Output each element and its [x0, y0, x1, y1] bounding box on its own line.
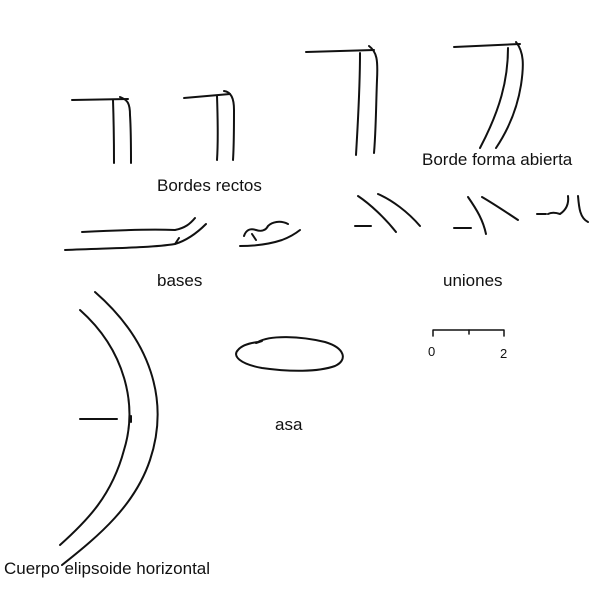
- scale-label-min: 0: [428, 344, 436, 359]
- label-bases: bases: [157, 271, 203, 290]
- body-profile-ellipsoid: [59, 291, 159, 566]
- label-bordes-rectos: Bordes rectos: [157, 176, 262, 195]
- rim-profile-straight-2: [183, 90, 235, 161]
- base-profile-2: [239, 220, 301, 247]
- junction-profile-3: [536, 195, 589, 223]
- scale-bar: [432, 329, 505, 337]
- rim-profile-straight-3: [305, 45, 379, 156]
- label-asa: asa: [275, 415, 303, 434]
- handle-section-drawing: [235, 336, 344, 372]
- scale-label-max: 2: [500, 346, 508, 361]
- junction-profile-2: [453, 196, 519, 235]
- rim-profile-straight-1: [71, 96, 132, 164]
- label-cuerpo-elipsoide: Cuerpo elipsoide horizontal: [4, 559, 211, 578]
- rim-profile-open-form: [453, 41, 524, 149]
- junction-profile-1: [354, 193, 421, 233]
- base-profile-1: [64, 217, 207, 251]
- label-borde-forma-abierta: Borde forma abierta: [422, 150, 573, 169]
- label-uniones: uniones: [443, 271, 503, 290]
